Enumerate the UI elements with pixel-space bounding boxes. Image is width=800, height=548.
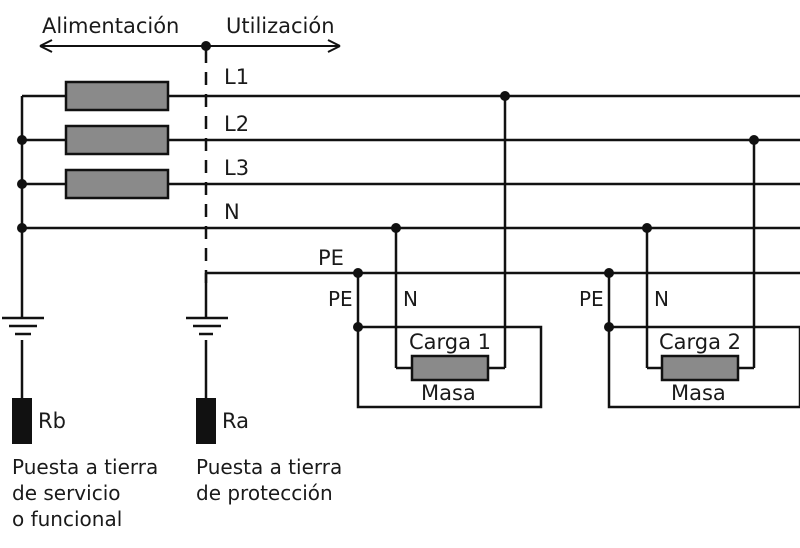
winding-l2 (64, 124, 170, 156)
bus-node-l3 (17, 179, 27, 189)
ground-electrode-ra (196, 398, 216, 444)
label-l3: L3 (224, 156, 249, 180)
label-pe: PE (318, 246, 344, 270)
load-2-n-node (642, 223, 652, 233)
load-2: PE N Carga 2 Masa (579, 135, 800, 409)
ground-rb-name: Rb (38, 409, 66, 433)
load-2-pe-label: PE (579, 287, 604, 311)
rb-desc-line3: o funcional (12, 507, 122, 531)
ra-desc-line1: Puesta a tierra (196, 455, 342, 479)
rb-desc-line1: Puesta a tierra (12, 455, 158, 479)
load-1-n-node (391, 223, 401, 233)
load-1-element (410, 354, 490, 382)
load-2-pe-node (604, 268, 614, 278)
label-l2: L2 (224, 112, 249, 136)
load-2-element (660, 354, 740, 382)
load-1-enclosure (356, 325, 543, 409)
load-1-pe-node (353, 268, 363, 278)
load-1-l1-node (500, 91, 510, 101)
ground-symbol-ra (186, 312, 228, 398)
ground-ra-name: Ra (222, 409, 249, 433)
bus-node-n (17, 223, 27, 233)
winding-l1 (64, 80, 170, 112)
supply-arrow (39, 39, 205, 53)
utilization-side-label: Utilización (226, 14, 335, 38)
load-2-mass-label: Masa (671, 381, 726, 405)
load-1-mass-node (353, 322, 363, 332)
load-1-pe-label: PE (328, 287, 353, 311)
load-2-n-label: N (654, 287, 669, 311)
load-2-name: Carga 2 (659, 330, 741, 354)
load-1: PE N Carga 1 Masa (328, 91, 543, 409)
label-n: N (224, 200, 240, 224)
load-1-name: Carga 1 (409, 330, 491, 354)
load-2-enclosure (607, 325, 800, 409)
supply-side-label: Alimentación (42, 14, 179, 38)
label-l1: L1 (224, 65, 249, 89)
ground-symbol-rb (2, 312, 44, 398)
boundary-node (201, 41, 211, 51)
ra-desc-line2: de protección (196, 481, 333, 505)
rb-desc-line2: de servicio (12, 481, 121, 505)
conductor-pe (204, 271, 800, 312)
load-2-l2-node (749, 135, 759, 145)
winding-l3 (64, 168, 170, 200)
load-2-mass-node (604, 322, 614, 332)
bus-node-l2 (17, 135, 27, 145)
load-1-n-label: N (403, 287, 418, 311)
load-1-mass-label: Masa (421, 381, 476, 405)
utilization-arrow (207, 39, 341, 53)
ground-electrode-rb (12, 398, 32, 444)
